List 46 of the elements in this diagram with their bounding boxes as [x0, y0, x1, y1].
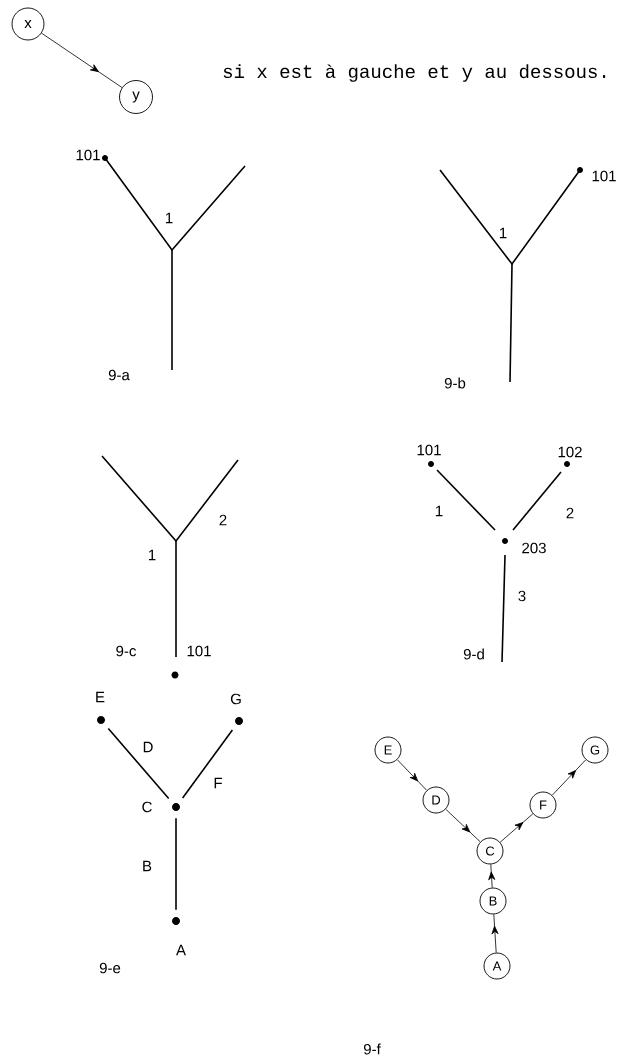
figure-label: 9-e: [99, 962, 121, 974]
arrow: [488, 864, 496, 888]
arrow: [396, 759, 428, 791]
number-label: 1: [436, 505, 443, 517]
circle-node: x: [11, 7, 45, 41]
number-label: 1: [500, 227, 507, 239]
figure-label: 9-d: [463, 648, 484, 660]
circle-node: A: [483, 952, 511, 980]
point-label: A: [176, 944, 186, 956]
number-label: 101: [187, 645, 211, 657]
circle-node: F: [529, 791, 557, 819]
edge-label: F: [212, 776, 224, 790]
note-text: si x est à gauche et y au dessous.: [223, 64, 606, 82]
circle-node: E: [374, 736, 402, 764]
circle-node: B: [479, 887, 507, 915]
number-label: 2: [566, 507, 574, 519]
arrow: [491, 914, 499, 953]
figure-label: 9-a: [108, 369, 130, 381]
circle-node: D: [422, 786, 450, 814]
number-label: 1: [166, 212, 173, 224]
number-label: 2: [219, 514, 227, 526]
number-label: 3: [518, 590, 526, 602]
number-label: 1: [149, 549, 156, 561]
number-label: 203: [522, 542, 546, 554]
edge-label: D: [141, 740, 155, 754]
figure-label: 9-b: [444, 377, 466, 389]
circle-node: C: [476, 837, 504, 865]
line: [181, 729, 234, 799]
arrow: [499, 813, 534, 843]
arrow: [551, 759, 587, 796]
figure-label: 9-f: [363, 1043, 381, 1055]
edge-label: B: [141, 859, 153, 873]
figure-label: 9-c: [116, 645, 136, 657]
number-label: 101: [417, 444, 441, 456]
arrow: [41, 32, 123, 88]
number-label: 101: [76, 149, 100, 161]
circle-node: G: [581, 736, 609, 764]
point-label: G: [230, 693, 241, 705]
point-label: E: [96, 691, 105, 703]
number-label: 101: [592, 170, 616, 182]
point-label: C: [142, 801, 152, 813]
line: [107, 727, 170, 800]
circle-node: y: [119, 80, 153, 114]
number-label: 102: [558, 446, 582, 458]
line: [175, 817, 177, 911]
arrow: [445, 808, 481, 843]
